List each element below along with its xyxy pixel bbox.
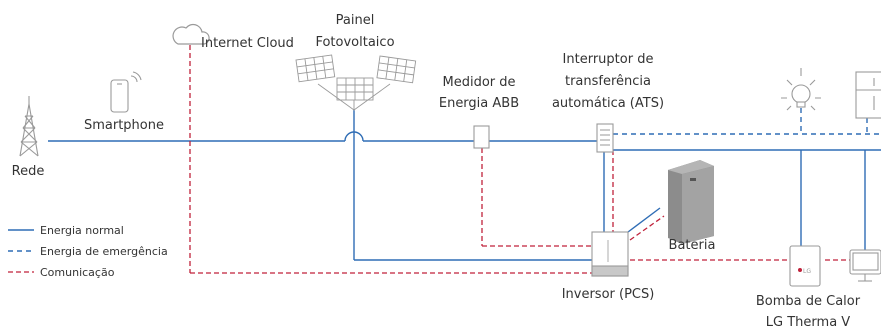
cloud-icon [172,23,210,45]
solar-panel-icon [295,54,417,111]
legend-comunicacao: Comunicação [40,266,115,279]
bateria-label: Bateria [669,238,716,253]
svg-text:LG: LG [803,268,811,275]
inversor-label: Inversor (PCS) [562,287,655,302]
legend-emergencia: Energia de emergência [40,245,168,258]
bomba-label-line-1: Bomba de Calor [756,294,861,309]
normal-energy-lines [48,109,881,261]
rede-label: Rede [12,164,45,179]
painel-label-line-2: Fotovoltaico [315,35,394,50]
inverter-icon [591,231,629,277]
bomba-label-line-2: LG Therma V [766,315,851,329]
meter-icon [473,125,490,149]
medidor-label-line-1: Medidor de [442,75,515,90]
internet-cloud-label: Internet Cloud [201,36,294,51]
fridge-icon [855,71,881,119]
monitor-icon [849,249,881,282]
legend: Energia normal Energia de emergência Com… [8,224,168,279]
ats-label-line-1: Interruptor de [563,52,654,67]
painel-label-line-1: Painel [336,13,375,28]
legend-normal: Energia normal [40,224,124,237]
ats-label-line-2: transferência [565,74,651,89]
switch-icon [596,123,614,153]
tower-icon [19,96,39,157]
heat-pump-icon: LG [789,245,821,287]
ats-label-line-3: automática (ATS) [552,96,664,111]
smartphone-label: Smartphone [84,118,164,133]
communication-lines [189,45,850,274]
medidor-label-line-2: Energia ABB [439,96,519,111]
battery-icon [668,160,714,244]
lamp-icon [781,68,821,111]
emergency-energy-lines [613,108,881,135]
smartphone-icon [110,71,142,113]
